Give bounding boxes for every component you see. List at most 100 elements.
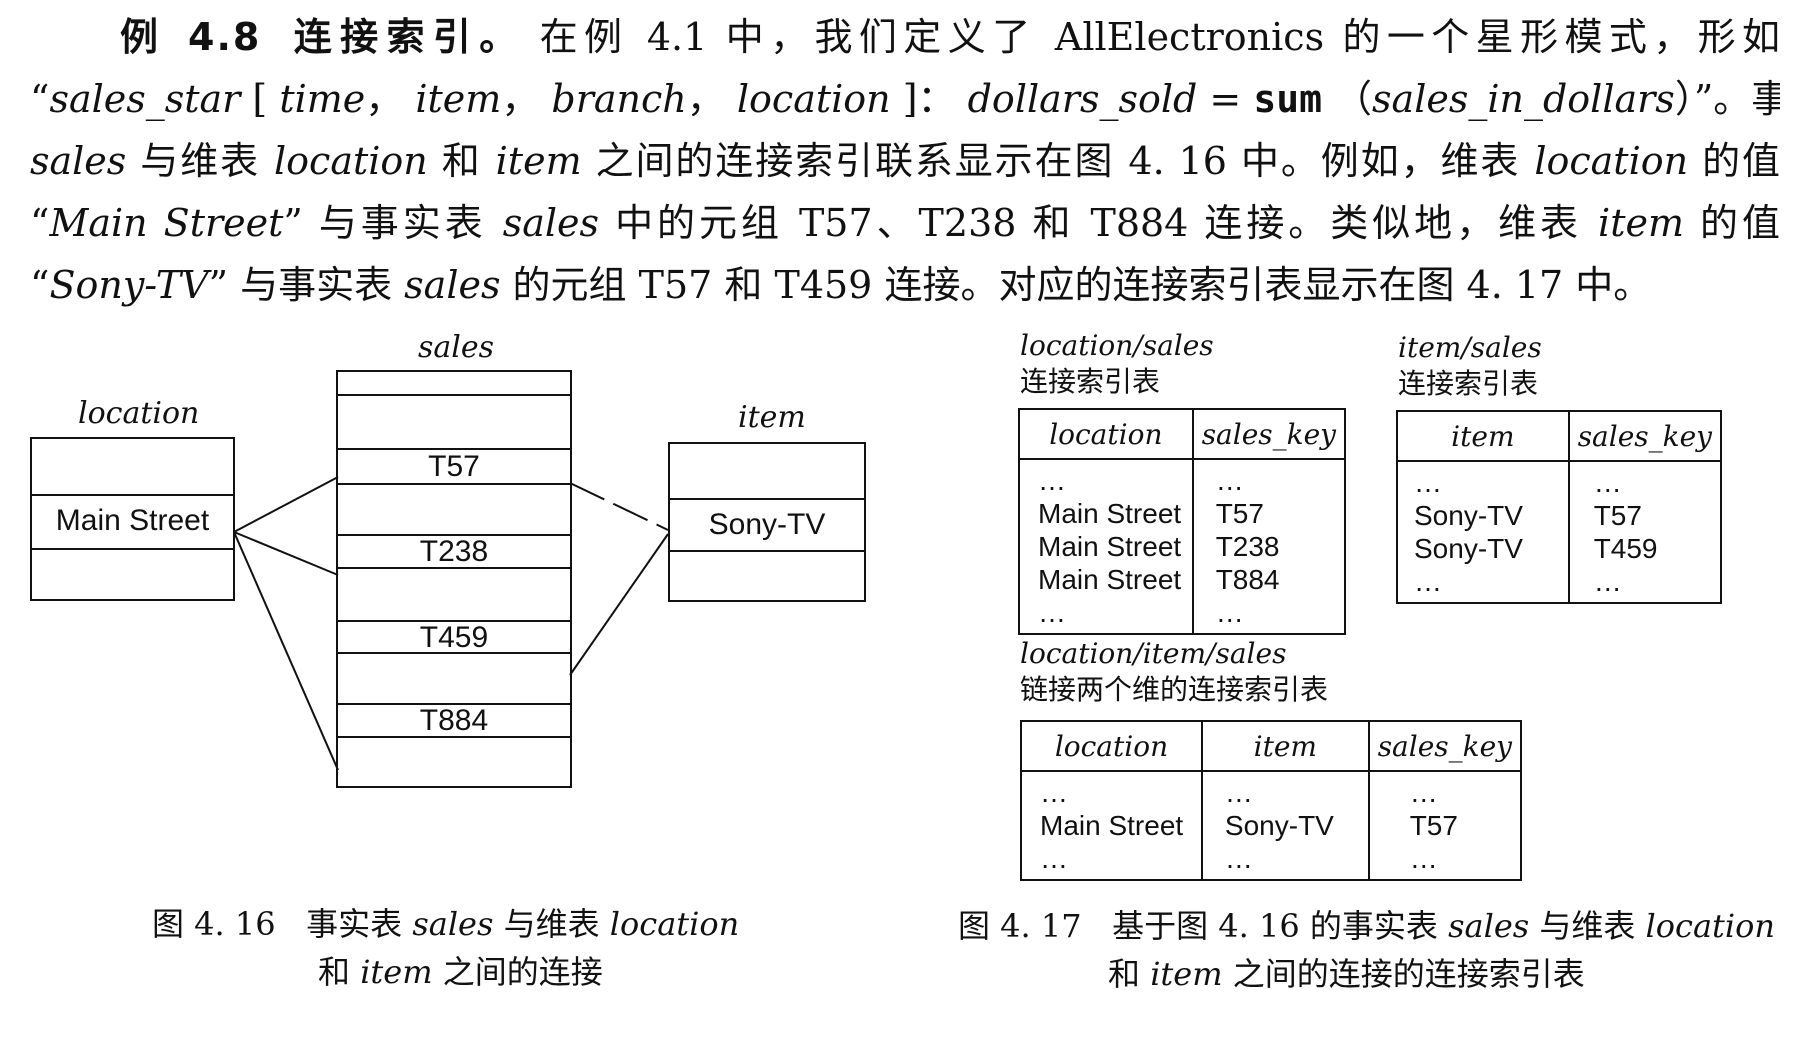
caption-text: 事实表 [306,905,413,943]
table-row-divider [338,483,570,485]
sales-row-t57: T57 [428,450,480,483]
math-term: Sony-TV [49,263,209,307]
location-table: Main Street [30,437,235,601]
column-header-location: location [1018,408,1194,460]
table-row-divider [670,498,864,500]
math-term: sales_star [49,77,241,121]
paragraph-text: 在例 4.1 中，我们定义了 AllElectronics 的一个星形模式，形如 [539,15,1780,59]
example-paragraph: 例 4.8 连接索引。在例 4.1 中，我们定义了 AllElectronics … [30,6,1780,316]
math-term: time [279,77,366,121]
math-term: sales [404,263,501,307]
caption-term: location [1645,907,1775,945]
sales-row-t238: T238 [419,535,489,568]
figure-4-16: location Main Street sales T57 T238 T459… [0,320,880,880]
table-title-term: item/sales [1398,331,1542,364]
table-location-sales-title: location/sales 连接索引表 [1020,328,1214,400]
math-term: dollars_sold [967,77,1198,121]
join-index-location-item-sales: location item sales_key …Main Street… …S… [1020,720,1523,881]
math-term: sales_in_dollars [1372,77,1675,121]
caption-text: 基于图 4. 16 的事实表 [1112,907,1449,945]
table-title-text: 连接索引表 [1020,365,1161,398]
caption-text: 与维表 [493,905,610,943]
sales-row-t459: T459 [419,621,489,654]
paragraph-text: 之间的连接索引联系显示在图 4. 16 中。例如，维表 [581,139,1535,183]
caption-text: 与维表 [1529,907,1646,945]
sales-key-column-cell: …T57… [1367,770,1523,881]
caption-line-2: 和 item 之间的连接的连接索引表 [958,950,1775,998]
paragraph-text: 的值 [1688,139,1780,183]
table-row-divider [338,534,570,536]
link-main-street-t57 [233,476,339,533]
caption-term: item [360,953,433,991]
table-header-row: item sales_key [1396,410,1723,462]
link-main-street-t238 [233,531,339,576]
paragraph-text: ” 与事实表 [283,201,503,245]
table-row-divider [338,567,570,569]
sales-label: sales [418,330,495,365]
caption-term: item [1150,955,1223,993]
caption-line-1: 图 4. 16 事实表 sales 与维表 location [152,900,739,948]
figure-4-17-caption: 图 4. 17 基于图 4. 16 的事实表 sales 与维表 locatio… [958,902,1775,998]
paragraph-line-4: “Main Street” 与事实表 sales 中的元组 T57、T238 和… [30,192,1780,254]
paragraph-text: “ [30,201,50,245]
paragraph-line-3: sales 与维表 location 和 item 之间的连接索引联系显示在图 … [30,130,1780,192]
paragraph-text: 中的元组 T57、T238 和 T884 连接。类似地，维表 [599,201,1599,245]
table-row: …Main Street… …Sony-TV… …T57… [1020,770,1523,881]
paragraph-text: ）”。事实表 [1674,77,1780,121]
table-row-divider [338,620,570,622]
example-label: 例 4.8 [120,15,262,59]
math-term: item [495,139,582,183]
table-row-divider [338,394,570,396]
item-label: item [738,400,806,435]
join-link-lines [233,476,669,771]
paragraph-text: ， [501,77,552,121]
table-row-divider [338,652,570,654]
paragraph-text: 的值 [1684,201,1780,245]
paragraph-text: = [1197,77,1254,121]
caption-text: 和 [1108,955,1151,993]
paragraph-text: ” 与事实表 [208,263,405,307]
math-term: item [1598,201,1684,245]
item-table: Sony-TV [668,442,866,602]
caption-number: 图 4. 16 [152,905,276,943]
column-header-item: item [1396,410,1570,462]
table-title-text: 连接索引表 [1398,367,1539,400]
caption-line-1: 图 4. 17 基于图 4. 16 的事实表 sales 与维表 locatio… [958,902,1775,950]
paragraph-line-5: “Sony-TV” 与事实表 sales 的元组 T57 和 T459 连接。对… [30,254,1780,316]
table-title-term: location/item/sales [1020,637,1287,670]
link-main-street-t884 [233,531,339,771]
table-row-divider [32,494,233,496]
example-title: 连接索引。 [287,15,526,59]
figure-4-16-caption: 图 4. 16 事实表 sales 与维表 location 和 item 之间… [152,900,739,996]
table-title-term: location/sales [1020,329,1214,362]
table-row-divider [338,703,570,705]
table-header-row: location item sales_key [1020,720,1523,772]
paragraph-text: 的元组 T57 和 T459 连接。对应的连接索引表显示在图 4. 17 中。 [500,263,1652,307]
paragraph-text: ， [365,77,416,121]
math-term: location [274,139,428,183]
caption-text: 之间的连接的连接索引表 [1222,955,1585,993]
paragraph-text: ]： [890,77,968,121]
caption-number: 图 4. 17 [958,907,1082,945]
link-sony-tv-t459 [569,533,669,676]
sales-row-t884: T884 [419,704,489,737]
paragraph-line-1: 例 4.8 连接索引。在例 4.1 中，我们定义了 AllElectronics … [30,6,1780,68]
paragraph-text: （ [1321,77,1373,121]
math-term: item [415,77,502,121]
paragraph-line-2: “sales_star [ time， item， branch， locati… [30,68,1780,130]
math-term: sales [502,201,600,245]
location-label: location [78,396,200,431]
math-term: location [1534,139,1689,183]
math-term: sales [30,139,127,183]
paragraph-text: [ [240,77,280,121]
table-row-divider [338,736,570,738]
paragraph-text: “ [30,77,50,121]
item-sony-tv: Sony-TV [708,508,826,541]
table-title-text: 链接两个维的连接索引表 [1020,673,1329,706]
caption-term: sales [412,905,494,943]
